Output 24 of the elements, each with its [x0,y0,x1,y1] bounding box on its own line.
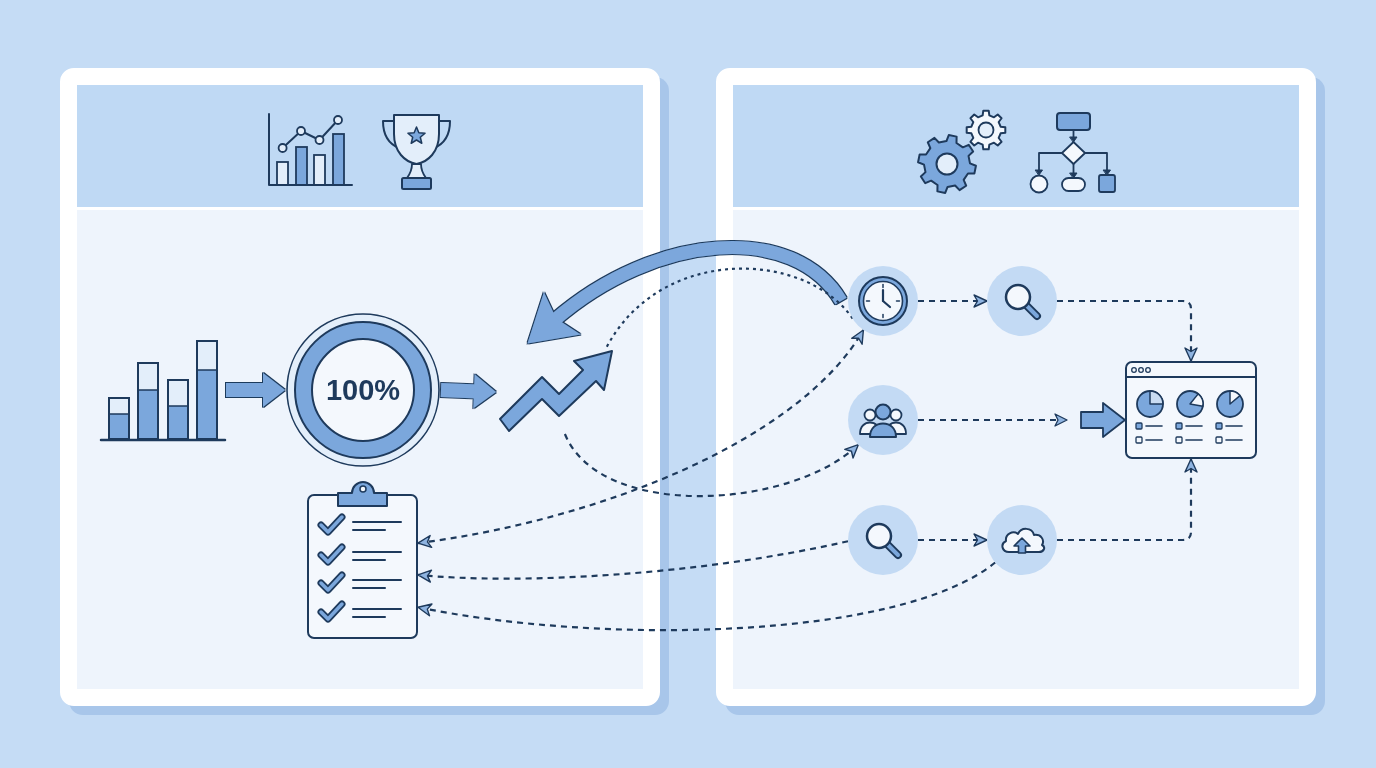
dashed-arrow [1057,299,1198,362]
block-arrow [440,374,496,409]
progress-ring [285,312,441,468]
dashed-arrow [417,329,865,548]
search-icon [987,266,1057,336]
search-icon [848,505,918,575]
percent-text: 100% [325,375,401,405]
clipboard-icon [307,478,418,640]
dashed-arrow [1057,458,1198,542]
bar-chart-icon [100,338,226,442]
dashed-arrow [918,402,1126,438]
curved-arrow [526,241,847,343]
trend-arrow-icon [496,348,614,434]
dashed-arrow [417,540,849,583]
people-icon [848,385,918,455]
dashed-arrow [563,433,859,498]
clock-icon [848,266,918,336]
cloud-upload-icon [987,505,1057,575]
dotted-line [605,267,854,349]
dashed-arrow [918,533,988,547]
block-arrow [226,373,285,407]
dashed-arrow [918,294,988,308]
dashboard-icon [1125,361,1257,459]
dashed-arrow [417,561,996,632]
